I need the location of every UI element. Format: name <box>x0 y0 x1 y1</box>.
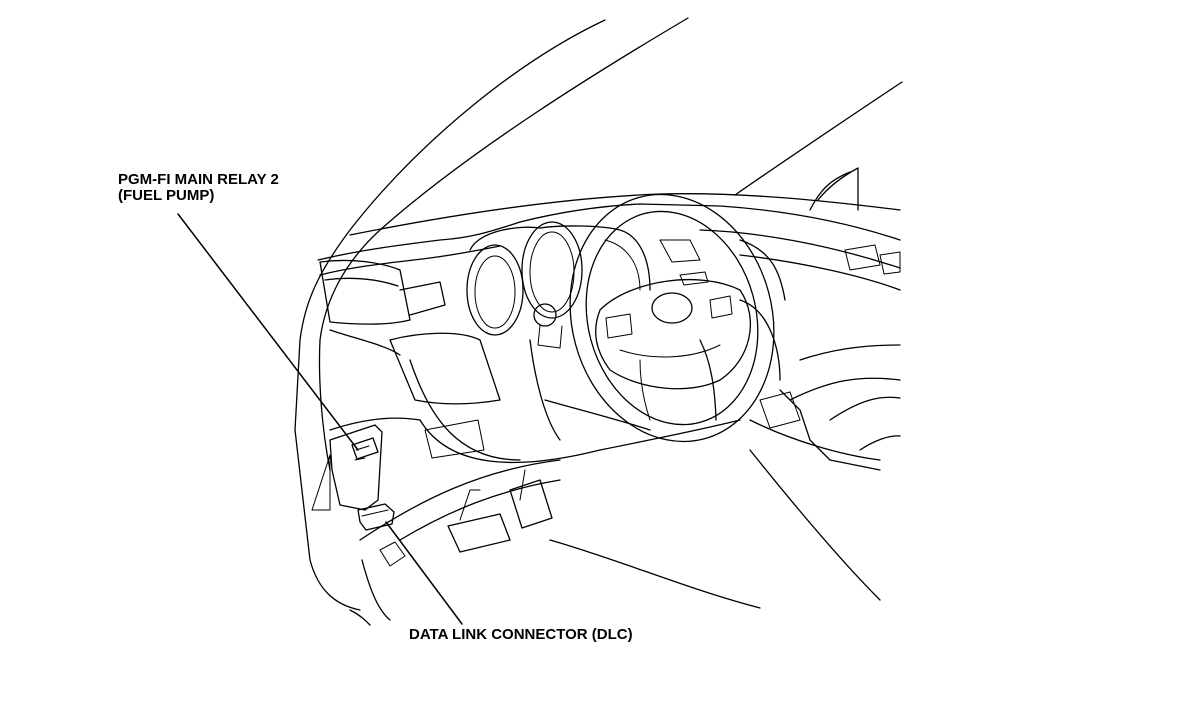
fuel-pump-relay <box>329 424 383 511</box>
steering-column <box>529 303 651 441</box>
relay-label-function: (FUEL PUMP) <box>118 187 215 204</box>
dashboard-top <box>317 203 901 291</box>
relay-label-name: PGM-FI MAIN RELAY 2 <box>118 171 279 188</box>
relay-leader-line <box>177 213 359 451</box>
pedals <box>379 469 553 567</box>
relay-callout: PGM-FI MAIN RELAY 2 (FUEL PUMP) <box>118 172 279 204</box>
steering-wheel <box>569 193 775 443</box>
center-console <box>549 239 901 609</box>
data-link-connector <box>357 503 395 531</box>
dlc-callout: DATA LINK CONNECTOR (DLC) <box>409 626 633 643</box>
left-vent <box>319 259 446 325</box>
lower-dash <box>329 329 741 541</box>
a-pillar <box>294 17 689 611</box>
instrument-cluster <box>466 221 709 336</box>
dlc-leader-line <box>385 521 463 625</box>
floor <box>349 559 391 626</box>
windshield-base <box>349 81 903 236</box>
